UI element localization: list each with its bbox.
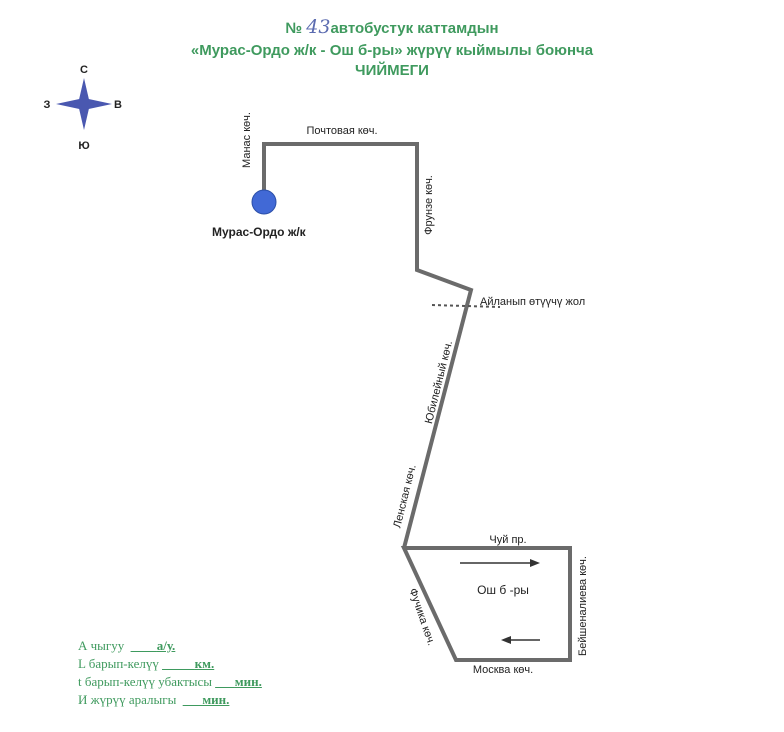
legend-a-unit: а/у. — [156, 638, 176, 653]
legend-t-row: t барып-келүү убактысы ___мин. — [78, 674, 262, 690]
arrow-right-icon — [460, 559, 540, 567]
bypass-road-line — [431, 304, 501, 308]
title-line1-text: автобустук каттамдын — [330, 20, 499, 37]
route-number-prefix: № — [285, 20, 303, 37]
label-manas-street: Манас көч. — [241, 112, 253, 168]
legend-i-blank: ___ — [182, 692, 203, 707]
route-number: 43 — [306, 16, 331, 38]
compass-we-arrow — [56, 98, 112, 110]
legend-t-unit: мин. — [234, 674, 262, 689]
route-loop — [400, 546, 572, 662]
label-beyshenalieva-street: Бейшеналиева көч. — [577, 556, 589, 656]
arrow-left-icon — [501, 636, 540, 644]
compass-east-label: В — [114, 99, 122, 111]
label-bypass-road: Айланып өтүүчү жол — [480, 296, 585, 308]
label-frunze-street: Фрунзе көч. — [423, 175, 435, 235]
legend-t-label: t барып-келүү убактысы — [78, 674, 213, 689]
compass-west-label: З — [44, 99, 51, 111]
label-pochtovaya-street: Почтовая көч. — [306, 125, 377, 137]
compass-north-label: С — [80, 64, 88, 76]
legend-a-row: А чыгуу ____а/у. — [78, 638, 175, 654]
map-title-line3: ЧИЙМЕГИ — [355, 62, 429, 79]
legend-l-label: L барып-келүү — [78, 656, 159, 671]
label-start-place: Мурас-Ордо ж/к — [212, 225, 307, 239]
compass-rose: С Ю З В — [44, 64, 122, 152]
label-fuchika-street: Фучика көч. — [406, 587, 437, 647]
start-stop-marker — [251, 189, 277, 215]
map-title-line1: № 43автобустук каттамдын — [0, 16, 784, 38]
legend-a-label: А чыгуу — [78, 638, 125, 653]
legend-t-blank: ___ — [215, 674, 235, 689]
route-line — [262, 142, 474, 549]
legend-a-blank: ____ — [130, 638, 157, 653]
label-lenskaya-street: Ленская көч. — [391, 463, 418, 529]
legend-i-label: И жүрүү аралыгы — [78, 692, 177, 707]
label-osh-bazaar: Ош б -ры — [477, 583, 529, 597]
compass-south-label: Ю — [78, 140, 89, 152]
label-chuy-avenue: Чуй пр. — [489, 534, 526, 546]
map-title-line2: «Мурас-Ордо ж/к - Ош б-ры» жүрүү кыймылы… — [190, 42, 594, 59]
legend-i-unit: мин. — [202, 692, 230, 707]
legend-l-row: L барып-келүү _____км. — [78, 656, 214, 672]
legend-i-row: И жүрүү аралыгы ___мин. — [78, 692, 229, 708]
label-moskva-street: Москва көч. — [473, 664, 533, 676]
legend-l-unit: км. — [194, 656, 215, 671]
legend-l-blank: _____ — [162, 656, 195, 671]
